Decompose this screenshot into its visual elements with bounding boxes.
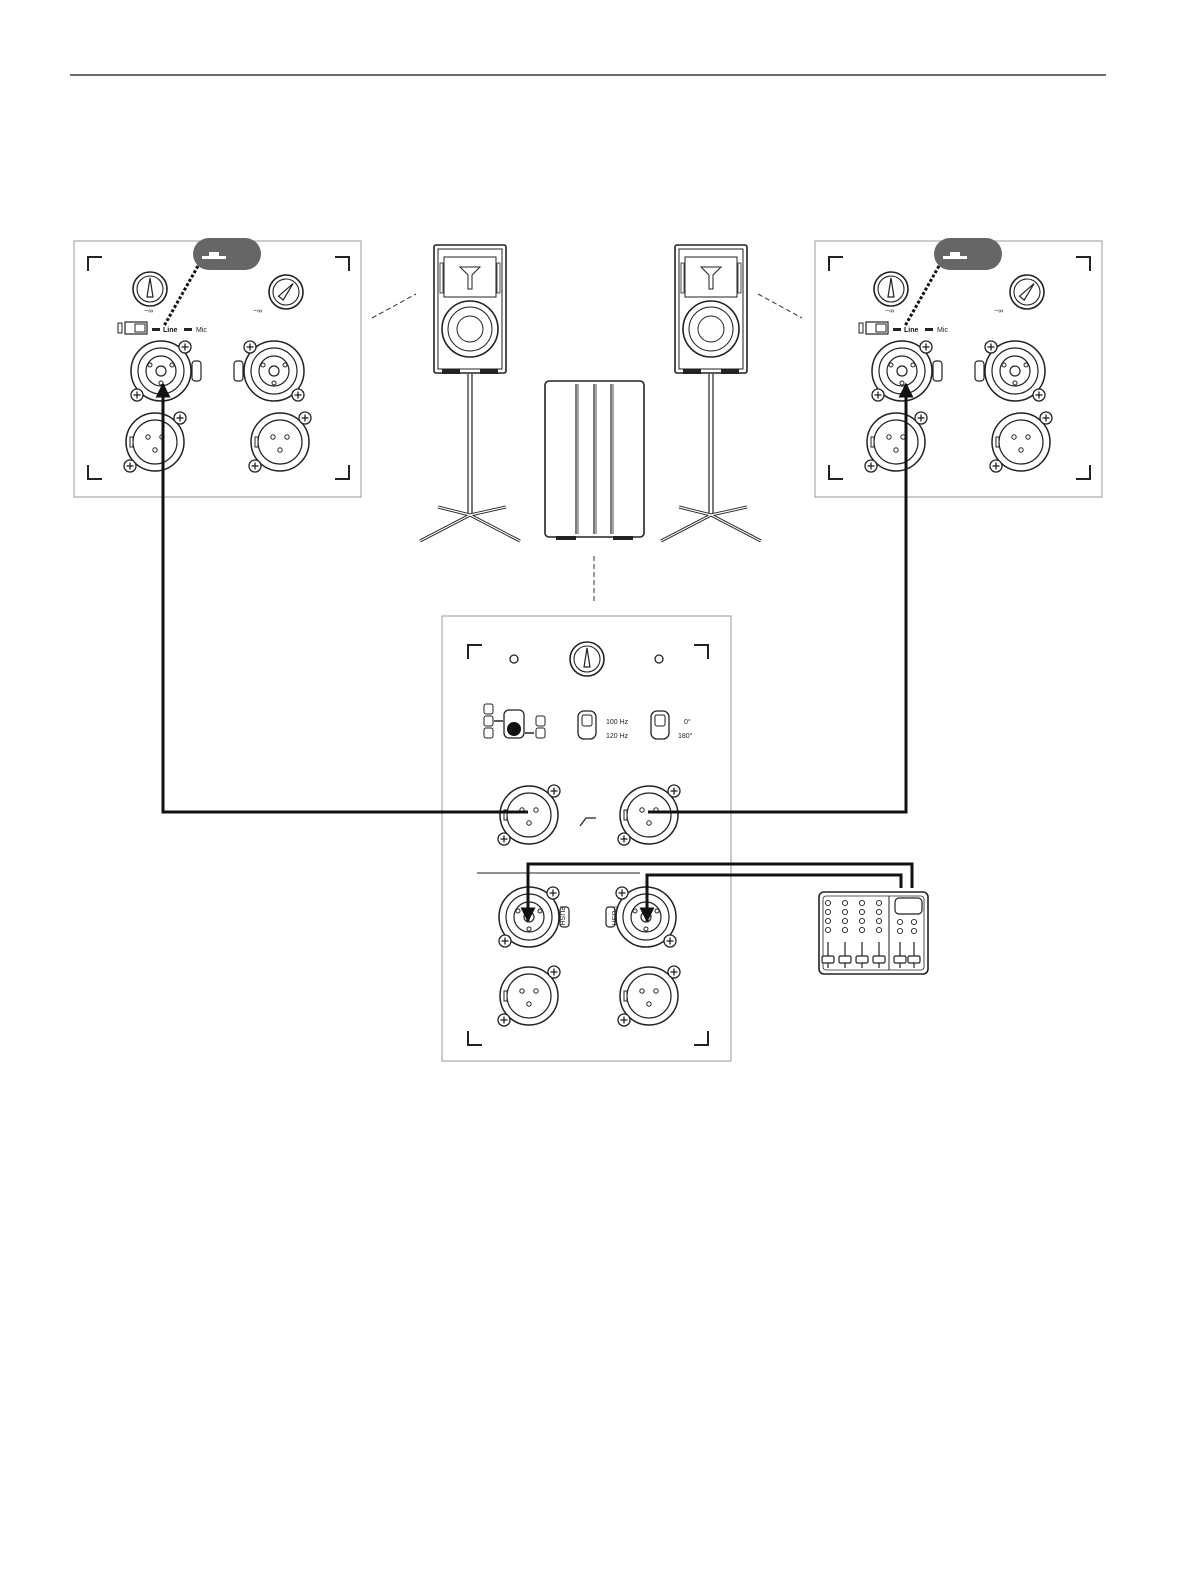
mixer-fader[interactable]	[894, 956, 906, 963]
left-speaker-panel: −∞ −∞ Line Mic	[74, 238, 361, 497]
push-label: PUSH	[610, 906, 617, 925]
mixer-knob[interactable]	[842, 900, 847, 905]
right-speaker-panel: −∞ −∞ Line Mic	[815, 238, 1102, 497]
mixer-knob[interactable]	[876, 918, 881, 923]
line-label: Line	[163, 327, 177, 334]
inf-label: −∞	[253, 308, 262, 315]
mic-label: Mic	[196, 327, 207, 334]
mixer-knob[interactable]	[825, 927, 830, 932]
mixer-fader[interactable]	[839, 956, 851, 963]
volume-knob-icon[interactable]	[570, 642, 604, 676]
status-badge	[193, 238, 261, 270]
mixer-knob[interactable]	[825, 909, 830, 914]
mixer-knob[interactable]	[876, 927, 881, 932]
mixer-knob[interactable]	[876, 909, 881, 914]
crossover-120-label: 120 Hz	[606, 733, 629, 740]
mixer-knob[interactable]	[876, 900, 881, 905]
mixer-knob[interactable]	[842, 927, 847, 932]
mixer-knob[interactable]	[842, 909, 847, 914]
inf-label: −∞	[885, 308, 894, 315]
leader-line	[758, 294, 802, 318]
line-label: Line	[904, 327, 918, 334]
status-badge	[934, 238, 1002, 270]
volume-knob-icon[interactable]	[874, 272, 908, 306]
mixer-knob[interactable]	[859, 900, 864, 905]
mixer-knob[interactable]	[897, 919, 902, 924]
inf-label: −∞	[994, 308, 1003, 315]
loudspeaker-on-stand-icon	[420, 245, 520, 541]
phase-180-label: 180°	[678, 732, 693, 740]
subwoofer-icon	[545, 381, 644, 540]
mixer-knob[interactable]	[911, 919, 916, 924]
mixer-fader[interactable]	[856, 956, 868, 963]
mixer-knob[interactable]	[825, 918, 830, 923]
inf-label: −∞	[144, 308, 153, 315]
push-label: PUSH	[558, 906, 565, 925]
leader-line	[372, 294, 416, 318]
mixer-knob[interactable]	[911, 928, 916, 933]
volume-knob-icon[interactable]	[133, 272, 167, 306]
mixer-fader[interactable]	[822, 956, 834, 963]
mixer-knob[interactable]	[859, 927, 864, 932]
mixer-fader[interactable]	[908, 956, 920, 963]
mixer-knob[interactable]	[859, 909, 864, 914]
mixer-knob[interactable]	[842, 918, 847, 923]
subwoofer-panel: 100 Hz 120 Hz 0° 180° PUSH PUSH	[442, 616, 731, 1061]
loudspeaker-on-stand-icon	[661, 245, 761, 541]
mixer-knob[interactable]	[825, 900, 830, 905]
mixer-fader[interactable]	[873, 956, 885, 963]
mixer-knob[interactable]	[859, 918, 864, 923]
mixer-icon	[819, 892, 928, 974]
mixer-knob[interactable]	[897, 928, 902, 933]
crossover-100-label: 100 Hz	[606, 719, 629, 726]
mic-label: Mic	[937, 327, 948, 334]
phase-0-label: 0°	[684, 718, 691, 726]
